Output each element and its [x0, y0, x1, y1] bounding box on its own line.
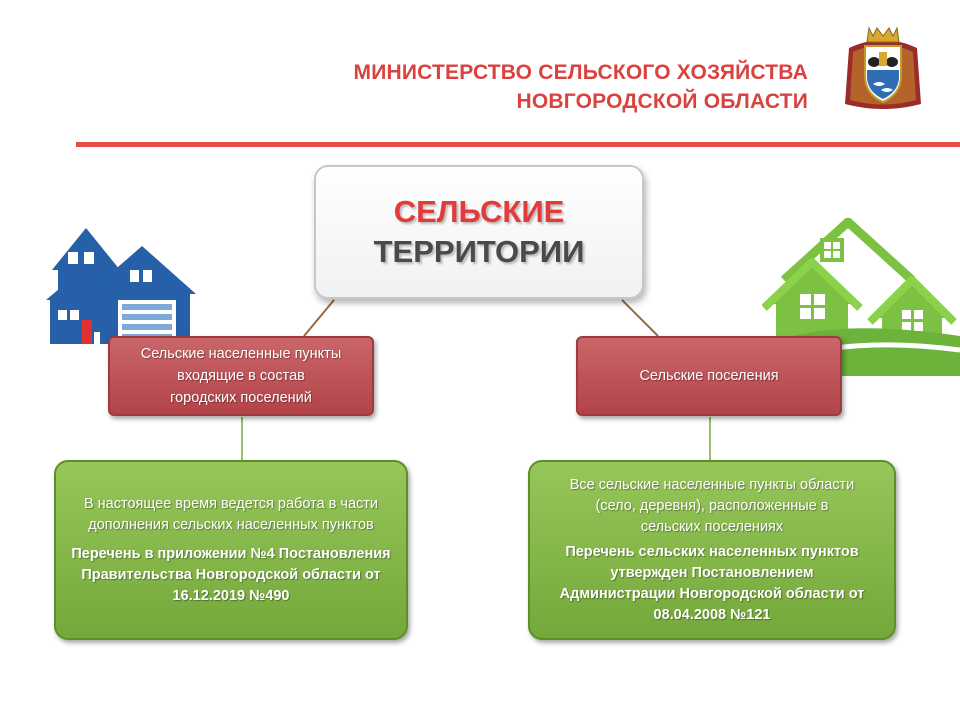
diagram-title-line1: СЕЛЬСКИЕ — [393, 194, 565, 229]
detail-left-ref-line: Перечень в приложении №4 Постановления — [71, 545, 391, 562]
header-divider — [76, 142, 960, 147]
connector-title-left — [303, 299, 335, 337]
detail-right-ref-line: 08.04.2008 №121 — [653, 606, 771, 623]
category-left-line: Сельские населенные пункты — [140, 346, 342, 362]
blue-houses-icon — [46, 228, 196, 344]
detail-left-ref-line: Правительства Новгородской области от — [81, 566, 381, 583]
detail-box-left: В настоящее время ведется работа в части… — [54, 460, 408, 640]
category-right-line: Сельские поселения — [639, 368, 779, 384]
detail-right-ref-line: утвержден Постановлением — [610, 564, 814, 581]
category-box-right: Сельские поселения — [576, 336, 842, 416]
category-left-line: городских поселений — [170, 390, 312, 406]
ministry-title-line2: НОВГОРОДСКОЙ ОБЛАСТИ — [516, 90, 808, 113]
detail-right-intro-line: сельских поселениях — [640, 518, 784, 535]
diagram-title-line2: ТЕРРИТОРИИ — [373, 234, 585, 269]
detail-left-intro-line: дополнения сельских населенных пунктов — [88, 516, 374, 533]
detail-right-ref-line: Перечень сельских населенных пунктов — [565, 543, 859, 560]
category-box-left: Сельские населенные пункты входящие в со… — [108, 336, 374, 416]
diagram-title-box: СЕЛЬСКИЕ ТЕРРИТОРИИ — [314, 165, 644, 299]
detail-right-intro-line: (село, деревня), расположенные в — [595, 497, 829, 514]
ministry-title-line1: МИНИСТЕРСТВО СЕЛЬСКОГО ХОЗЯЙСТВА — [353, 61, 808, 84]
detail-right-intro-line: Все сельские населенные пункты области — [569, 476, 855, 493]
category-left-line: входящие в состав — [177, 368, 305, 384]
detail-box-right: Все сельские населенные пункты области (… — [528, 460, 896, 640]
detail-right-ref-line: Администрации Новгородской области от — [559, 585, 865, 602]
novgorod-coat-of-arms-icon — [845, 26, 921, 109]
connector-title-right — [621, 299, 659, 337]
detail-left-ref-line: 16.12.2019 №490 — [172, 587, 290, 604]
ministry-title: МИНИСТЕРСТВО СЕЛЬСКОГО ХОЗЯЙСТВА НОВГОРО… — [230, 58, 808, 116]
detail-left-intro-line: В настоящее время ведется работа в части — [83, 495, 379, 512]
